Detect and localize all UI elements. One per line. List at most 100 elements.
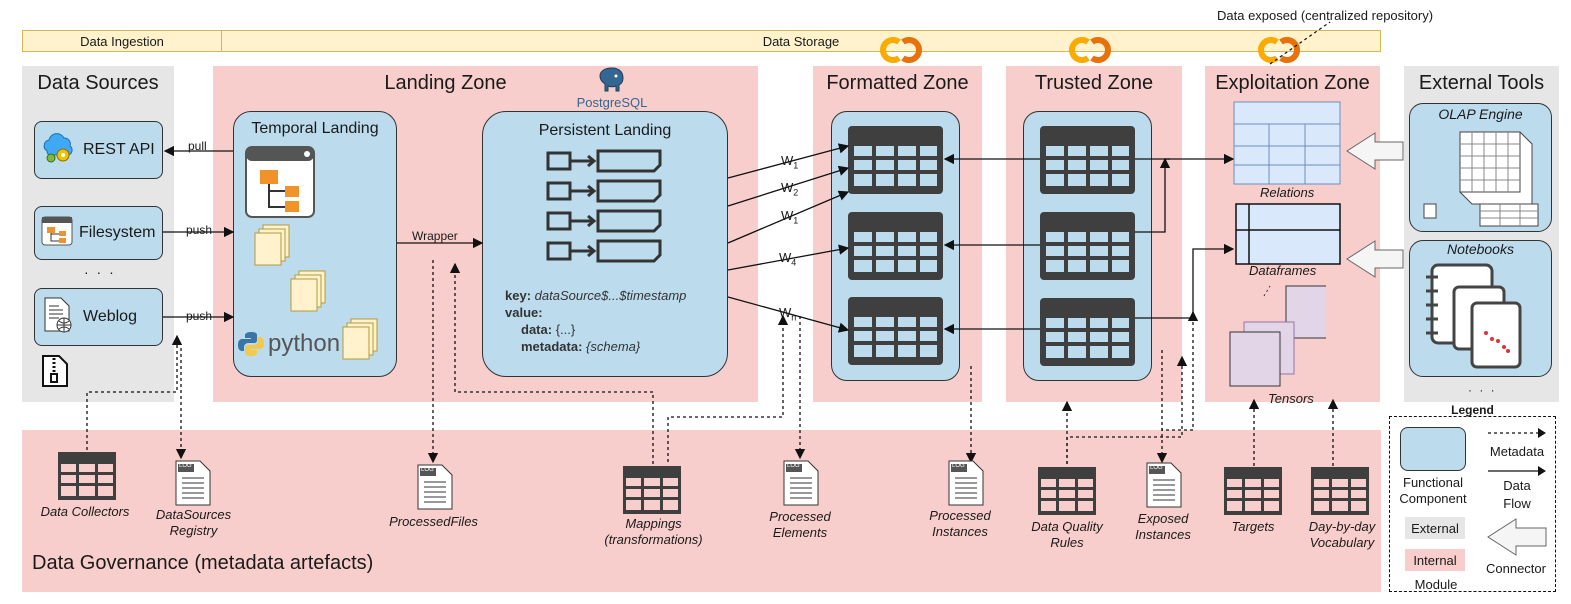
legend-data-flow-arrow — [1488, 466, 1546, 476]
key-value-schema: key: dataSource$...$timestamp value: dat… — [505, 288, 687, 354]
tensors-label: Tensors — [1268, 391, 1314, 406]
log-tag: LOG — [952, 463, 965, 469]
band-data-storage: Data Storage — [221, 30, 1381, 52]
data-collectors-table[interactable] — [58, 452, 116, 505]
log-tag: LOG — [787, 463, 800, 469]
wrapper-w2-label: W2 — [781, 180, 799, 198]
top-note: Data exposed (centralized repository) — [1217, 8, 1434, 23]
log-file-icon[interactable]: LOG — [948, 460, 984, 511]
formatted-zone-title: Formatted Zone — [826, 72, 969, 94]
datasources-registry-label: DataSources Registry — [155, 507, 232, 538]
push-label: push — [186, 309, 213, 323]
trusted-table-2[interactable] — [1040, 212, 1135, 285]
legend-connector-arrow — [1487, 518, 1547, 556]
relations-label: Relations — [1260, 185, 1315, 200]
relations-table[interactable] — [1233, 101, 1341, 185]
olap-cube-icon — [1423, 131, 1539, 227]
rest-api-label: REST API — [83, 141, 155, 158]
legend-functional-label: Functional Component — [1399, 475, 1467, 506]
formatted-table-2[interactable] — [848, 212, 943, 285]
weblog-source[interactable]: Weblog — [34, 288, 163, 346]
legend-module-label: Module — [1414, 577, 1458, 592]
filesystem-label: Filesystem — [79, 224, 156, 241]
push-label: push — [186, 223, 213, 237]
python-logo: python — [238, 330, 340, 358]
log-file-icon[interactable]: LOG — [1146, 462, 1182, 513]
wrapper-label: Wrapper — [412, 229, 458, 243]
filesystem-source[interactable]: Filesystem — [34, 206, 163, 260]
python-label: python — [268, 330, 341, 357]
data-governance-title: Data Governance (metadata artefacts) — [32, 552, 374, 574]
legend-functional-swatch — [1400, 427, 1466, 471]
legend-internal-swatch: Internal — [1405, 549, 1465, 571]
file-stack-icon — [290, 270, 326, 312]
key-value-icons — [546, 149, 662, 263]
trusted-table-1[interactable] — [1040, 126, 1135, 199]
data-quality-rules-table[interactable] — [1038, 467, 1096, 520]
dataframes-table[interactable] — [1235, 203, 1341, 265]
external-tools-title: External Tools — [1418, 72, 1545, 94]
wrapper-w4-label: W4 — [779, 250, 797, 268]
zip-file-icon — [41, 355, 69, 392]
legend-data-flow-label: Data Flow — [1503, 478, 1531, 511]
targets-label: Targets — [1231, 519, 1275, 534]
connector-arrow — [1346, 132, 1404, 170]
sources-ellipsis: · · · — [84, 264, 116, 280]
targets-table[interactable] — [1224, 467, 1282, 520]
legend-connector-label: Connector — [1486, 561, 1546, 576]
cloud-gear-icon — [41, 131, 77, 170]
trusted-zone-title: Trusted Zone — [1034, 72, 1154, 94]
olap-engine[interactable]: OLAP Engine — [1409, 103, 1552, 232]
legend-metadata-label: Metadata — [1489, 444, 1545, 459]
persistent-landing[interactable]: Persistent Landing — [482, 111, 728, 377]
connector-arrow — [1346, 240, 1404, 278]
log-file-icon[interactable]: LOG — [417, 464, 453, 515]
notebooks[interactable]: Notebooks — [1409, 240, 1552, 377]
tensors-icon[interactable] — [1226, 282, 1326, 390]
vocabulary-label: Day-by-day Vocabulary — [1308, 519, 1376, 550]
filesystem-window-icon — [245, 146, 315, 223]
vocabulary-table[interactable] — [1311, 467, 1369, 520]
landing-zone-title: Landing Zone — [384, 72, 507, 94]
colab-icon — [1069, 37, 1111, 63]
external-ellipsis: · · · — [1468, 383, 1497, 397]
weblog-label: Weblog — [83, 308, 137, 325]
notebooks-title: Notebooks — [1447, 241, 1514, 257]
band-data-ingestion: Data Ingestion — [22, 30, 222, 52]
processed-elements-label: Processed Elements — [769, 509, 831, 540]
wrapper-w1-label: W1 — [781, 208, 799, 226]
persistent-landing-title: Persistent Landing — [538, 122, 672, 139]
dataframes-label: Dataframes — [1249, 263, 1317, 278]
log-tag: LOG — [421, 467, 434, 473]
data-collectors-label: Data Collectors — [40, 504, 130, 519]
python-icon — [238, 332, 264, 356]
exploitation-zone-title: Exploitation Zone — [1215, 72, 1370, 94]
temporal-landing-title: Temporal Landing — [251, 120, 379, 137]
colab-icon — [1258, 37, 1300, 63]
mappings-table[interactable] — [623, 466, 681, 519]
colab-icon — [880, 37, 922, 63]
log-file-icon[interactable]: LOG — [175, 460, 211, 511]
log-tag: LOG — [1150, 465, 1163, 471]
log-file-icon[interactable]: LOG — [783, 460, 819, 511]
rest-api-source[interactable]: REST API — [34, 121, 163, 179]
legend-title: Legend — [1451, 403, 1494, 417]
olap-engine-title: OLAP Engine — [1438, 106, 1523, 122]
trusted-table-3[interactable] — [1040, 298, 1135, 371]
data-quality-rules-label: Data Quality Rules — [1031, 519, 1103, 550]
legend-external-swatch: External — [1405, 517, 1465, 539]
log-tag: LOG — [179, 463, 192, 469]
processed-instances-label: Processed Instances — [929, 508, 991, 539]
file-stack-icon — [342, 318, 378, 360]
mappings-label: Mappings (transformations) — [604, 516, 703, 547]
postgresql-label: PostgreSQL — [576, 95, 648, 110]
pull-label: pull — [188, 139, 207, 153]
formatted-table-1[interactable] — [848, 126, 943, 199]
wrapper-wn-label: Wn — [779, 305, 797, 323]
processed-files-label: ProcessedFiles — [389, 514, 478, 529]
exposed-instances-label: Exposed Instances — [1135, 511, 1191, 542]
postgresql-logo: PostgreSQL — [562, 66, 662, 110]
file-stack-icon — [254, 224, 290, 266]
formatted-table-3[interactable] — [848, 297, 943, 370]
